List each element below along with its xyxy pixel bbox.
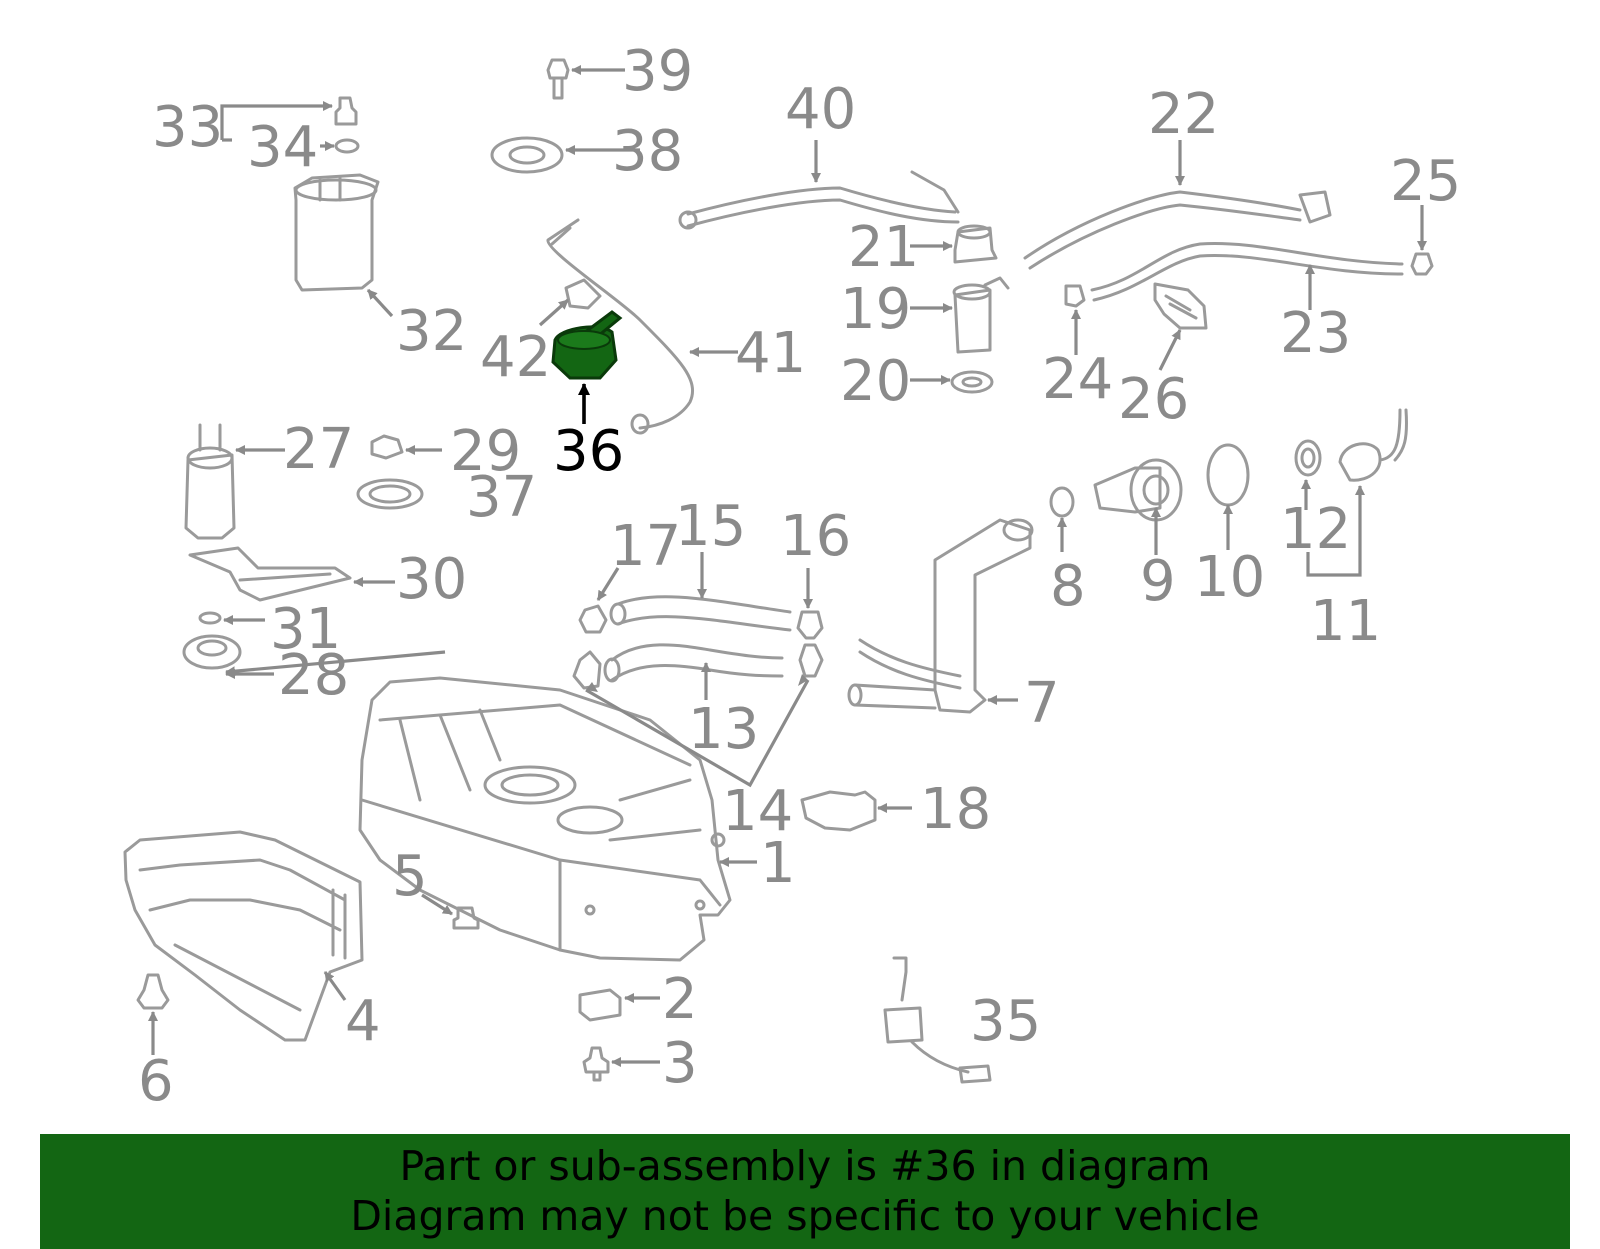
part-13-hose xyxy=(603,643,784,683)
callout-29[interactable]: 29 xyxy=(450,419,521,484)
part-20-washer xyxy=(950,370,994,394)
part-33-fitting xyxy=(334,96,358,126)
part-9-cap xyxy=(1093,458,1183,522)
callout-40[interactable]: 40 xyxy=(785,77,856,142)
callout-4[interactable]: 4 xyxy=(345,989,381,1054)
part-26-bracket xyxy=(1153,282,1208,330)
part-4-protector xyxy=(123,830,364,1042)
part-23-hose xyxy=(1090,242,1404,302)
part-18-bracket xyxy=(800,790,877,832)
callout-6[interactable]: 6 xyxy=(138,1049,174,1114)
part-19-canister xyxy=(952,276,1010,354)
part-16-clamp xyxy=(796,610,824,640)
part-30-bracket xyxy=(188,546,352,602)
part-38-seal-ring xyxy=(490,136,564,174)
callout-21[interactable]: 21 xyxy=(848,215,919,280)
callout-9[interactable]: 9 xyxy=(1140,549,1176,614)
callout-10[interactable]: 10 xyxy=(1194,545,1265,610)
info-banner: Part or sub-assembly is #36 in diagram D… xyxy=(40,1134,1570,1249)
callout-3[interactable]: 3 xyxy=(662,1031,698,1096)
part-28-filter xyxy=(182,634,242,670)
part-14-clamps xyxy=(572,643,824,690)
leader-lines xyxy=(148,65,1427,1067)
callout-1[interactable]: 1 xyxy=(760,831,796,896)
callout-36[interactable]: 36 xyxy=(553,419,624,484)
part-29-clip xyxy=(370,434,404,460)
part-37-ring xyxy=(356,478,424,510)
callout-7[interactable]: 7 xyxy=(1024,671,1060,736)
part-15-hose xyxy=(609,595,792,632)
part-32-filter-housing xyxy=(293,173,380,292)
callout-17[interactable]: 17 xyxy=(610,514,681,579)
callout-14[interactable]: 14 xyxy=(722,779,793,844)
callout-31[interactable]: 31 xyxy=(270,597,341,662)
part-27-pump xyxy=(184,423,236,540)
part-5-bolt xyxy=(452,906,480,930)
callout-39[interactable]: 39 xyxy=(622,39,693,104)
part-22-vent-pipe xyxy=(1023,190,1332,270)
callout-41[interactable]: 41 xyxy=(735,321,806,386)
banner-line-1: Part or sub-assembly is #36 in diagram xyxy=(399,1142,1211,1190)
banner-line-2: Diagram may not be specific to your vehi… xyxy=(350,1192,1260,1240)
callout-27[interactable]: 27 xyxy=(283,417,354,482)
callout-23[interactable]: 23 xyxy=(1280,301,1351,366)
callout-28[interactable]: 28 xyxy=(278,643,349,708)
callout-38[interactable]: 38 xyxy=(612,119,683,184)
callout-19[interactable]: 19 xyxy=(840,277,911,342)
callout-20[interactable]: 20 xyxy=(840,349,911,414)
part-34-o-ring xyxy=(334,138,360,154)
part-21-cap xyxy=(953,224,998,264)
part-1-fuel-tank xyxy=(358,676,732,962)
callout-32[interactable]: 32 xyxy=(396,299,467,364)
part-25-clip xyxy=(1410,252,1434,276)
part-6-clip xyxy=(136,973,170,1010)
part-39-bolt xyxy=(546,58,570,100)
callout-37[interactable]: 37 xyxy=(466,465,537,530)
callout-5[interactable]: 5 xyxy=(392,844,428,909)
callout-13[interactable]: 13 xyxy=(688,697,759,762)
part-10-gasket xyxy=(1206,443,1250,507)
callout-25[interactable]: 25 xyxy=(1390,149,1461,214)
part-36-highlighted-assembly xyxy=(551,310,623,380)
parts-diagram: 1 2 3 4 5 6 7 8 9 10 11 12 13 14 15 16 1… xyxy=(123,39,1461,1114)
callout-18[interactable]: 18 xyxy=(920,777,991,842)
part-41-tube xyxy=(546,218,695,435)
callout-15[interactable]: 15 xyxy=(675,494,746,559)
part-40-line xyxy=(678,170,960,230)
callout-labels: 1 2 3 4 5 6 7 8 9 10 11 12 13 14 15 16 1… xyxy=(138,39,1461,1114)
part-24-clip xyxy=(1064,284,1086,308)
callout-11[interactable]: 11 xyxy=(1310,589,1381,654)
callout-35[interactable]: 35 xyxy=(970,989,1041,1054)
callout-33[interactable]: 33 xyxy=(152,95,223,160)
part-42-bracket xyxy=(564,278,602,310)
callout-42[interactable]: 42 xyxy=(480,325,551,390)
callout-16[interactable]: 16 xyxy=(780,504,851,569)
callout-34[interactable]: 34 xyxy=(247,115,318,180)
part-35-sender xyxy=(883,956,992,1084)
callout-8[interactable]: 8 xyxy=(1050,554,1086,619)
part-17-clamp xyxy=(578,604,608,634)
callout-22[interactable]: 22 xyxy=(1148,82,1219,147)
callout-12[interactable]: 12 xyxy=(1280,497,1351,562)
part-3-bolt xyxy=(582,1046,610,1082)
part-11-cap xyxy=(1338,408,1408,482)
callout-2[interactable]: 2 xyxy=(662,967,698,1032)
part-7-filler-pipe xyxy=(847,518,1034,714)
part-12-ring xyxy=(1294,439,1322,477)
part-2-cushion xyxy=(578,988,622,1022)
part-31-o-ring xyxy=(198,611,222,625)
callout-26[interactable]: 26 xyxy=(1118,367,1189,432)
callout-24[interactable]: 24 xyxy=(1042,347,1113,412)
callout-30[interactable]: 30 xyxy=(396,547,467,612)
part-8-o-ring xyxy=(1049,486,1075,518)
